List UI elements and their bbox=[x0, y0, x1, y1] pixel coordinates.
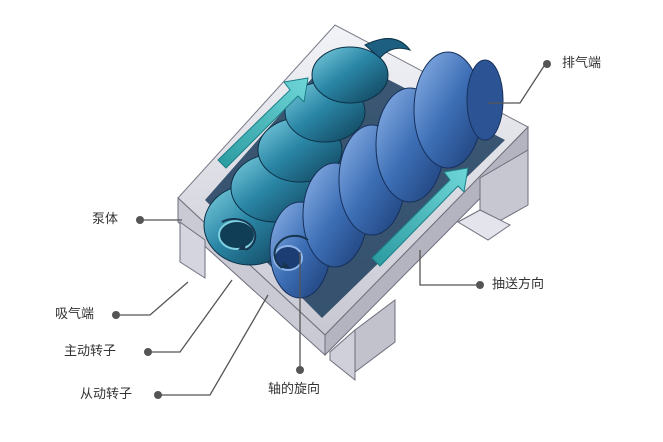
label-pump-body: 泵体 bbox=[92, 212, 119, 227]
label-intake-end: 吸气端 bbox=[55, 307, 95, 322]
leader-line-conveying-direction bbox=[419, 250, 478, 286]
leader-line-driving-rotor bbox=[150, 279, 233, 353]
conveying-direction-arrows bbox=[217, 77, 469, 267]
leader-line-driven-rotor bbox=[160, 294, 269, 396]
leader-dot-exhaust-end bbox=[543, 60, 551, 68]
leader-line-intake-end bbox=[118, 281, 189, 316]
leader-dot-driving-rotor bbox=[144, 348, 152, 356]
rotation-direction-arrows bbox=[221, 218, 309, 269]
leader-dot-pump-body bbox=[136, 216, 144, 224]
leader-line-exhaust-end bbox=[488, 65, 545, 104]
leader-dot-intake-end bbox=[112, 311, 120, 319]
leader-dot-shaft-rotation bbox=[296, 366, 304, 374]
leader-dot-conveying-direction bbox=[476, 281, 484, 289]
label-driven-rotor: 从动转子 bbox=[80, 387, 133, 402]
label-shaft-rotation: 轴的旋向 bbox=[268, 382, 321, 397]
label-driving-rotor: 主动转子 bbox=[64, 344, 117, 359]
label-exhaust-end: 排气端 bbox=[562, 56, 602, 71]
driven-rotor-screw bbox=[269, 51, 504, 299]
label-conveying-direction: 抽送方向 bbox=[492, 277, 545, 292]
leader-dot-driven-rotor bbox=[154, 391, 162, 399]
